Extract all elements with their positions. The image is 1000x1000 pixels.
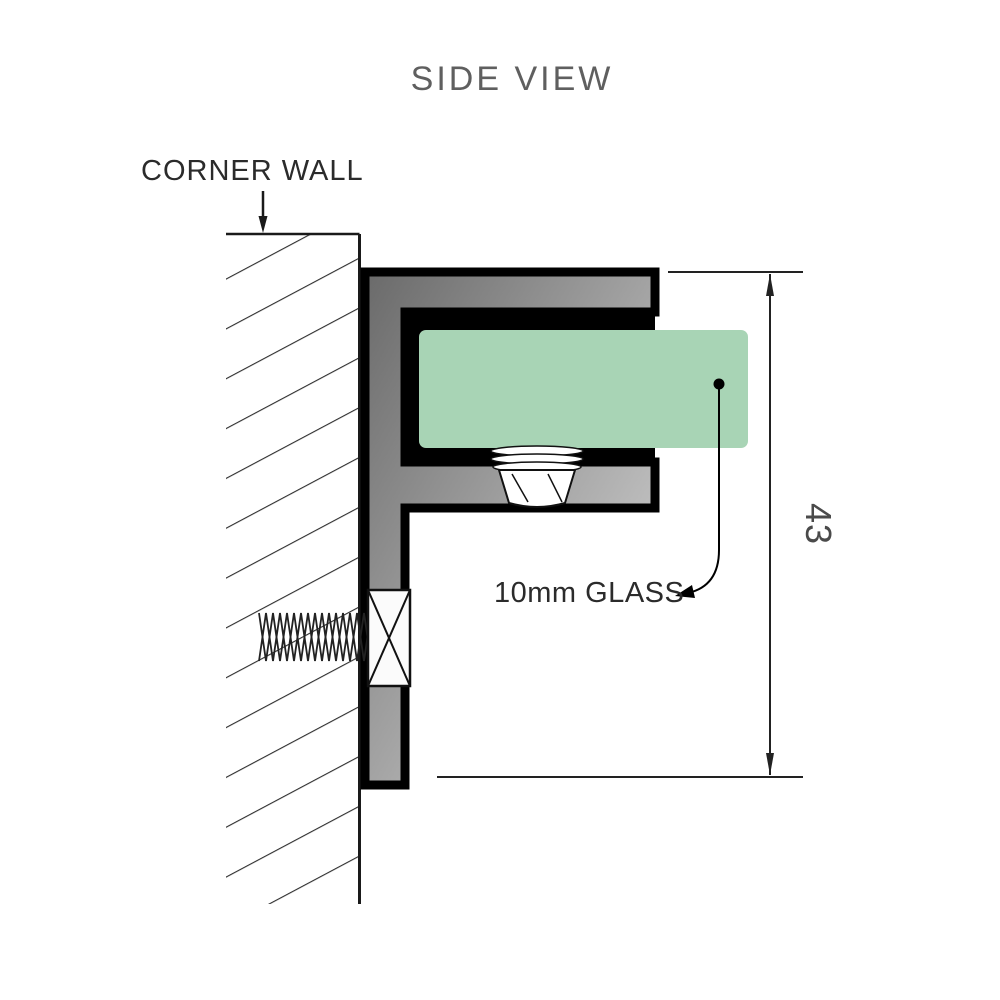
- screw-thread-zigzag-1: [258, 612, 372, 662]
- set-screw-body: [497, 469, 577, 508]
- corner-wall-label: CORNER WALL: [141, 155, 364, 187]
- set-screw: [490, 445, 584, 508]
- set-screw-hatch-2: [547, 473, 563, 503]
- glass-label: 10mm GLASS: [494, 577, 684, 609]
- wall-hatching: [226, 234, 359, 904]
- corner-wall-arrowhead: [258, 216, 268, 233]
- leader-arrowhead: [675, 585, 695, 598]
- diagram-title: SIDE VIEW: [411, 60, 614, 98]
- mounting-screw: [258, 588, 412, 688]
- glass-leader: 10mm GLASS: [494, 378, 725, 609]
- screw-head-cross-2: [367, 589, 411, 687]
- height-dimension: 43: [437, 271, 839, 778]
- dimension-arrow-bottom: [766, 753, 774, 775]
- corner-wall-section: [226, 232, 361, 904]
- dimension-label: 43: [798, 503, 839, 545]
- screw-thread-zigzag-2: [258, 612, 372, 662]
- set-screw-hatch-1: [511, 473, 529, 503]
- leader-line: [687, 384, 720, 594]
- dimension-arrow-top: [766, 274, 774, 296]
- glass-panel: [419, 330, 748, 448]
- corner-wall-annotation: CORNER WALL: [141, 155, 364, 233]
